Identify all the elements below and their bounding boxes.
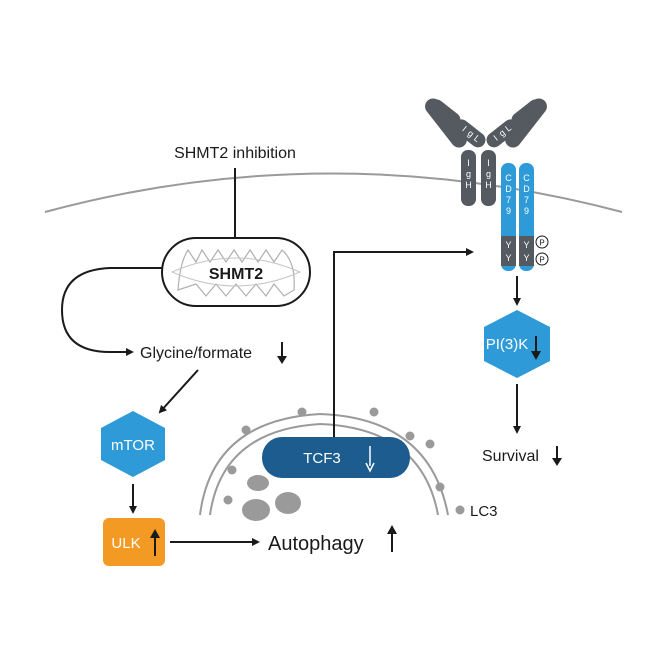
itam-right-letter: Y — [523, 240, 529, 250]
mtor-hexagon — [101, 411, 165, 477]
svg-text:P: P — [539, 256, 544, 265]
tcf3-down-arrow-icon — [365, 446, 375, 473]
itam-left-letter: Y — [505, 240, 511, 250]
pi3k-label: PI(3)K — [486, 336, 529, 353]
shmt2-to-glycine-arrow — [60, 267, 162, 356]
igh-left-letter: H — [465, 180, 472, 190]
glycine-down-arrow-icon — [277, 342, 287, 364]
glycine-to-mtor-arrow — [158, 369, 199, 414]
igl-right-letter: L — [503, 123, 513, 134]
itam-left-letter: Y — [505, 253, 511, 263]
shmt2-inhibition-label: SHMT2 inhibition — [174, 145, 296, 162]
cd79-left-letter: 9 — [506, 206, 511, 216]
igl-left-letter: L — [472, 133, 482, 144]
mitochondrion — [161, 237, 311, 307]
ulk-box — [103, 518, 165, 566]
igh-right-letter: H — [485, 180, 492, 190]
b-cell-receptor — [425, 98, 547, 271]
shmt2-label: SHMT2 — [209, 266, 263, 283]
itam-right-letter: Y — [523, 253, 529, 263]
ulk-label: ULK — [111, 535, 140, 552]
cd79-right-letter: 7 — [524, 195, 529, 205]
igh-left-letter: g — [466, 169, 471, 179]
survival-label: Survival — [482, 448, 539, 465]
mtor-label: mTOR — [111, 437, 155, 454]
igh-left-chain — [461, 150, 476, 206]
phospho-icon: P — [535, 235, 549, 249]
igh-left-letter: I — [467, 158, 470, 168]
igh-right-letter: g — [486, 169, 491, 179]
glycine-formate-label: Glycine/formate — [140, 345, 252, 362]
cd79-right-letter: D — [523, 184, 530, 194]
cd79-left-letter: 7 — [506, 195, 511, 205]
autophagy-label: Autophagy — [268, 533, 364, 555]
pi3k-down-arrow-icon — [531, 336, 541, 360]
igl-left-letter: g — [466, 128, 476, 139]
igl-left-letter: I — [460, 124, 468, 133]
survival-down-arrow-icon — [552, 446, 562, 466]
cd79-left-letter: D — [505, 184, 512, 194]
tcf3-label: TCF3 — [303, 450, 341, 467]
ulk-up-arrow-icon — [150, 529, 160, 556]
phospho-icon: P — [535, 252, 549, 266]
svg-text:P: P — [539, 239, 544, 248]
igl-right-letter: I — [492, 133, 500, 142]
tcf3-to-receptor-arrow — [333, 248, 474, 437]
pi3k-hexagon — [484, 310, 550, 378]
cd79-right-letter: 9 — [524, 206, 529, 216]
lc3-label: LC3 — [470, 503, 498, 520]
cell-membrane — [44, 172, 623, 213]
autophagy-up-arrow-icon — [387, 525, 397, 552]
igl-right-letter: g — [497, 128, 507, 139]
tcf3-pill — [262, 437, 410, 478]
autophagosome — [199, 407, 465, 521]
cd79-left-letter: C — [505, 173, 512, 183]
igh-right-chain — [481, 150, 496, 206]
cd79-right-letter: C — [523, 173, 530, 183]
igh-right-letter: I — [487, 158, 490, 168]
